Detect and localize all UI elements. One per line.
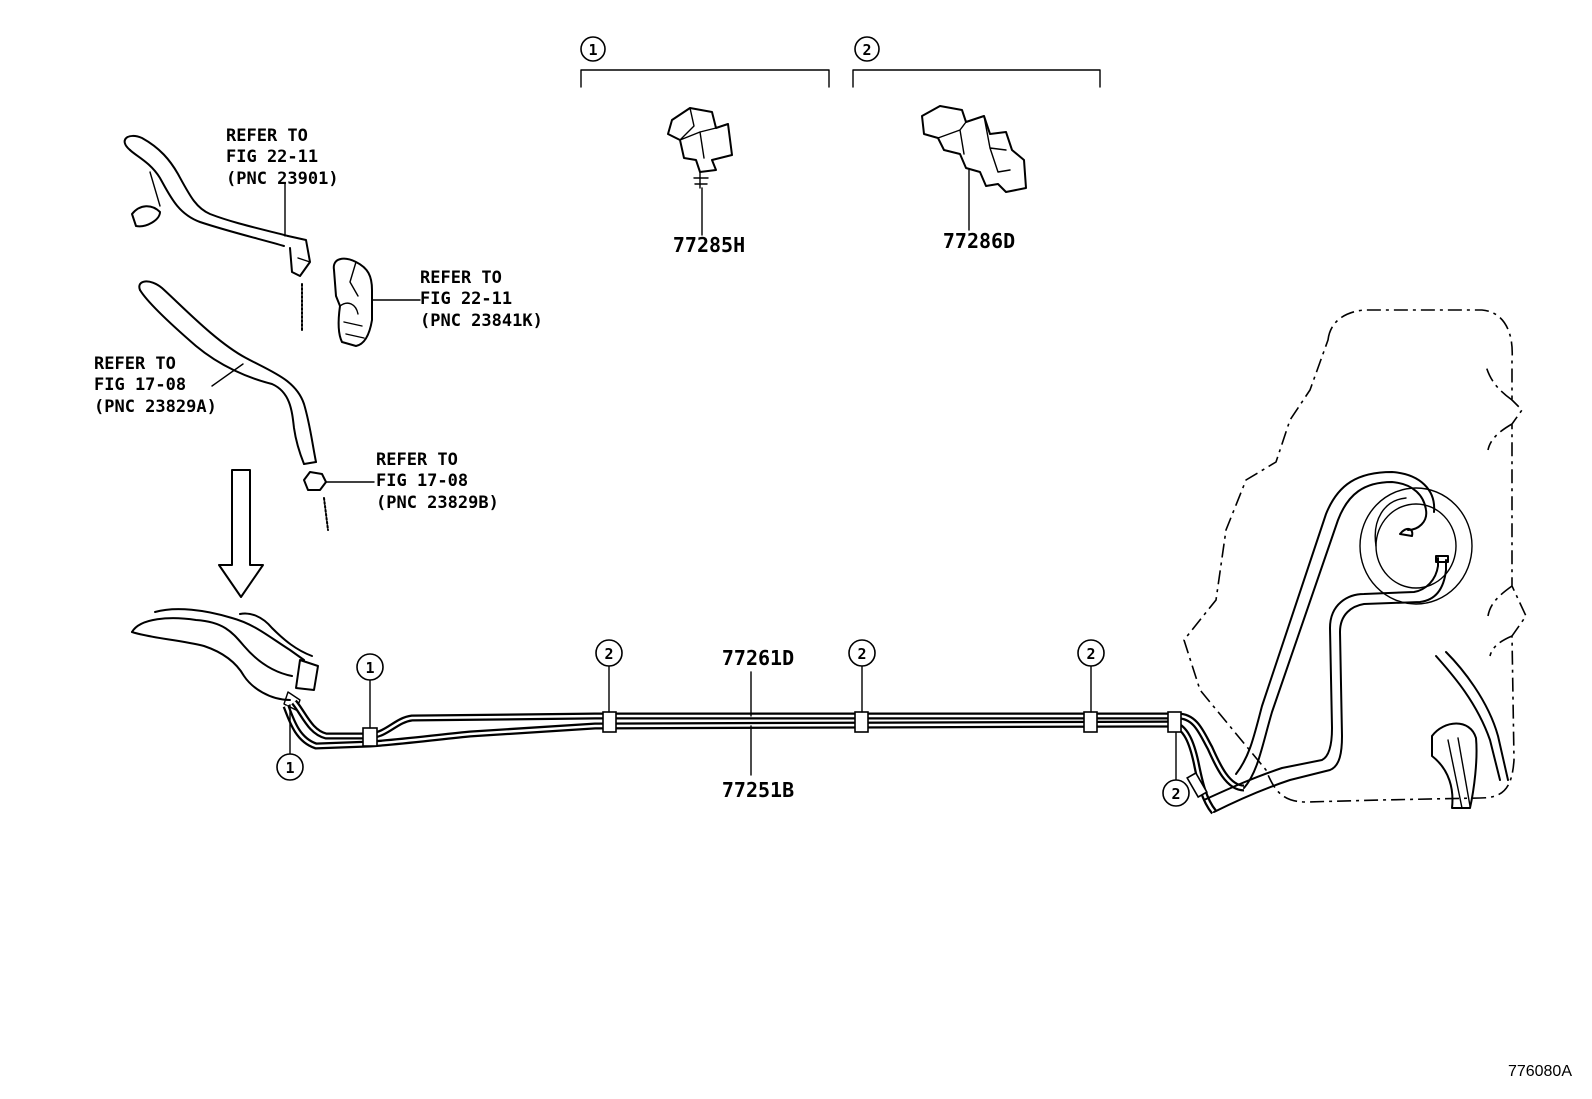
svg-text:REFER TO: REFER TO	[376, 450, 458, 470]
svg-text:(PNC 23829A): (PNC 23829A)	[94, 397, 217, 417]
svg-text:FIG 17-08: FIG 17-08	[376, 471, 468, 491]
hose-clip-23829b	[303, 471, 329, 531]
bracket-23841k-drawing	[332, 257, 373, 347]
part-number-77285h: 77285H	[673, 233, 745, 257]
svg-text:1: 1	[365, 659, 374, 677]
svg-text:FIG 22-11: FIG 22-11	[226, 147, 318, 167]
svg-text:(PNC 23841K): (PNC 23841K)	[420, 311, 543, 331]
svg-text:REFER TO: REFER TO	[94, 354, 176, 374]
svg-text:1: 1	[285, 759, 294, 777]
clamp-callout-5: 1	[276, 704, 304, 781]
breather-hose	[138, 280, 317, 465]
tube-part-number-upper: 77261D	[722, 646, 794, 670]
filler-neck-lower	[131, 608, 319, 711]
fuel-tubes	[282, 699, 1245, 815]
refer-label-4: REFER TO FIG 17-08 (PNC 23829B)	[376, 450, 499, 513]
clamp-77285h-drawing	[667, 107, 733, 236]
clamp-callout-2: 2	[595, 639, 623, 713]
figure-code: 776080A	[1508, 1063, 1572, 1080]
tube-part-number-lower: 77251B	[722, 778, 794, 802]
clamp-callout-3: 2	[848, 639, 876, 713]
clamp-callout-4: 2	[1077, 639, 1105, 713]
svg-text:2: 2	[1171, 785, 1180, 803]
refer-label-3: REFER TO FIG 17-08 (PNC 23829A)	[94, 354, 217, 417]
legend-key-1: 1	[588, 41, 597, 59]
refer-label-1: REFER TO FIG 22-11 (PNC 23901)	[226, 126, 339, 189]
svg-text:(PNC 23901): (PNC 23901)	[226, 169, 339, 189]
svg-text:FIG 17-08: FIG 17-08	[94, 375, 186, 395]
svg-text:2: 2	[857, 645, 866, 663]
legend-bracket-2: 2	[852, 36, 1101, 88]
svg-text:REFER TO: REFER TO	[420, 268, 502, 288]
clamp-77286d-drawing	[921, 105, 1027, 231]
part-number-77286d: 77286D	[943, 229, 1015, 253]
tube-clamps	[362, 711, 1208, 799]
tank-fuel-lines	[1203, 471, 1449, 813]
svg-text:FIG 22-11: FIG 22-11	[420, 289, 512, 309]
svg-text:2: 2	[1086, 645, 1095, 663]
legend-bracket-1: 1	[580, 36, 830, 88]
direction-arrow	[218, 469, 264, 598]
fuel-tank-outline	[1183, 309, 1527, 803]
svg-text:(PNC 23829B): (PNC 23829B)	[376, 493, 499, 513]
refer-label-2: REFER TO FIG 22-11 (PNC 23841K)	[420, 268, 543, 331]
legend-key-2: 2	[862, 41, 871, 59]
svg-text:2: 2	[604, 645, 613, 663]
clamp-callout-6: 2	[1162, 732, 1190, 807]
fuel-pump-ring	[1359, 487, 1473, 605]
svg-text:REFER TO: REFER TO	[226, 126, 308, 146]
filler-hose-upper	[123, 134, 311, 277]
filler-pipe-lower	[1431, 651, 1509, 809]
clamp-callout-1: 1	[356, 653, 384, 729]
